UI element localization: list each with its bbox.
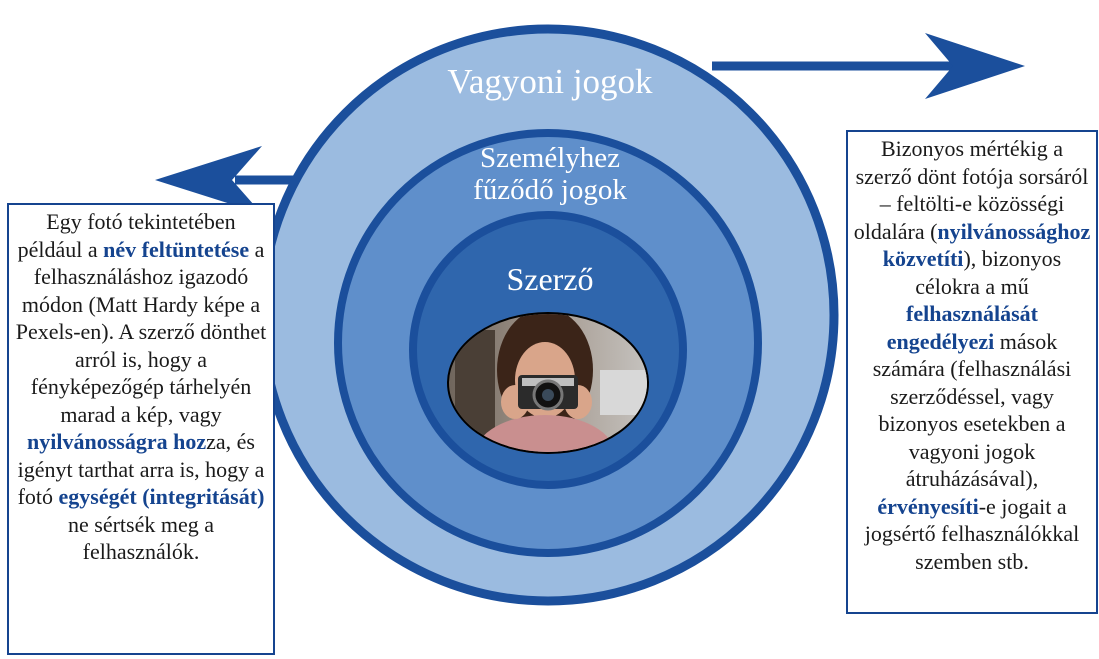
right-text-2: ), bizonyos célokra a mű xyxy=(915,246,1062,299)
right-bold-2: felhasználását engedélyezi xyxy=(886,301,1038,354)
right-text-4: -e jogait a jogsértő felhasználókkal sze… xyxy=(864,493,1080,574)
right-arrow xyxy=(712,33,1025,99)
left-text-4: ne sértsék meg a felhasználók. xyxy=(68,511,214,565)
inner-circle-label: Szerző xyxy=(506,261,594,297)
right-bold-3: érvényesíti xyxy=(877,493,979,519)
middle-label-line-1: Személyhez xyxy=(479,142,621,174)
right-bold-1: nyilvánossághoz közvetíti xyxy=(882,218,1091,272)
left-description-text: Egy fotó tekintetében például a név felt… xyxy=(13,208,269,566)
right-description-box: Bizonyos mértékig a szerző dönt fotója s… xyxy=(846,130,1098,614)
outer-circle-label: Vagyoni jogok xyxy=(447,62,653,101)
left-text-2: a felhasználáshoz igazodó módon (Matt Ha… xyxy=(15,236,267,427)
photographer-photo xyxy=(447,312,649,454)
left-description-box: Egy fotó tekintetében például a név felt… xyxy=(7,203,275,655)
right-text-1: Bizonyos mértékig a szerző dönt fotója s… xyxy=(853,136,1089,244)
middle-label-line-2: fűződő jogok xyxy=(473,174,627,207)
left-bold-1: név feltüntetése xyxy=(103,236,250,262)
left-text-1: Egy fotó tekintetében például a xyxy=(17,209,236,262)
left-bold-3: egységét (integritását) xyxy=(58,484,265,509)
left-bold-2: nyilvánosságra hoz xyxy=(27,429,207,454)
right-text-3: mások számára (felhasználási szerződésse… xyxy=(872,328,1072,492)
middle-circle-label: Személyhez fűződő jogok xyxy=(425,142,675,207)
left-text-3: za, és igényt tarthat arra is, hogy a fo… xyxy=(17,429,265,509)
right-description-text: Bizonyos mértékig a szerző dönt fotója s… xyxy=(852,135,1092,575)
